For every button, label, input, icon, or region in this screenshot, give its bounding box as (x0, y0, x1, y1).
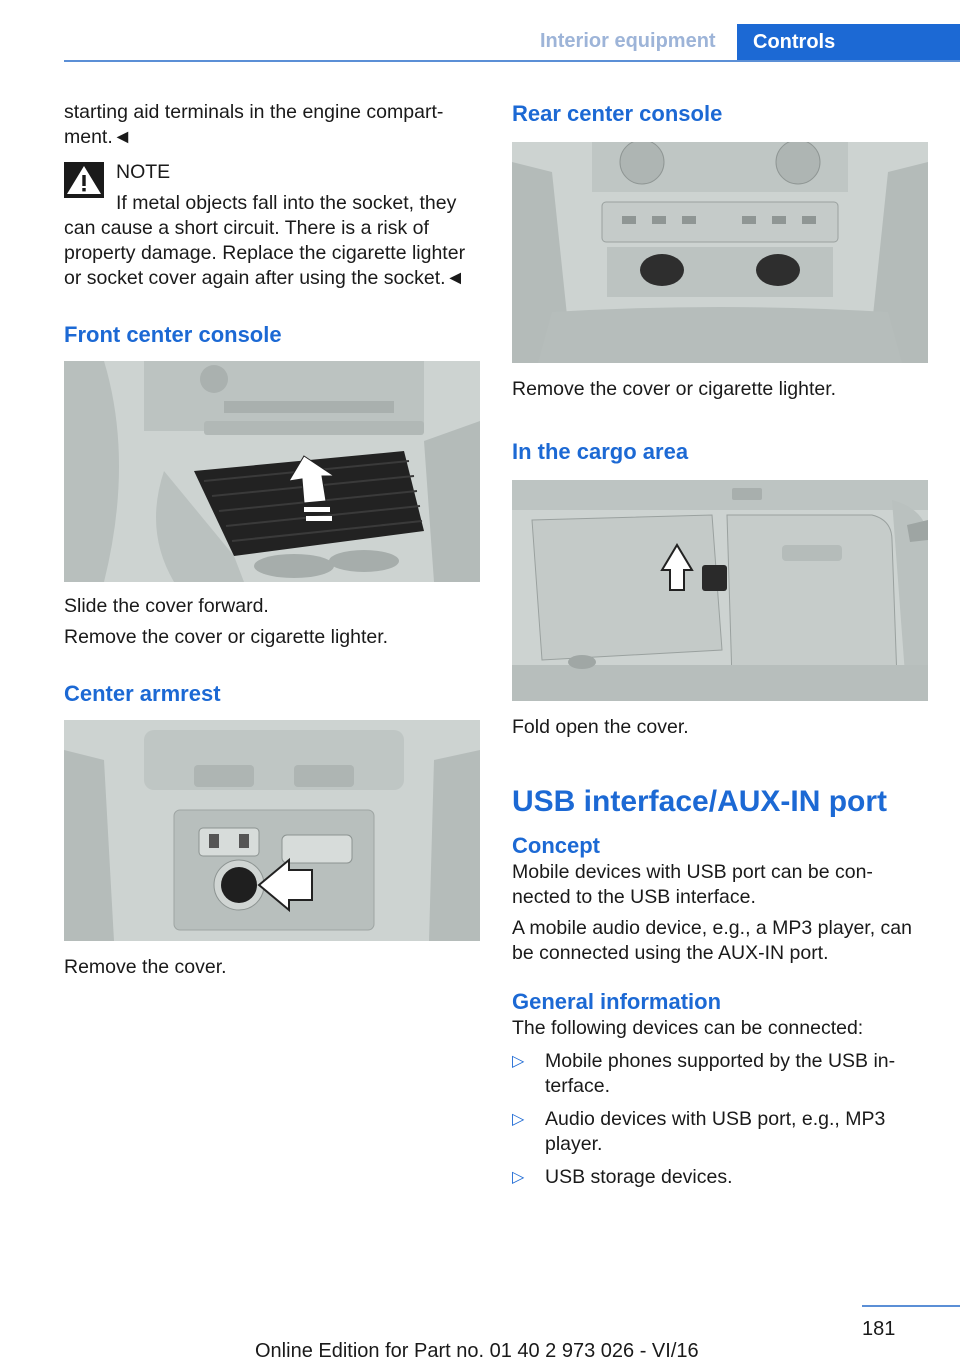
rear-console-illustration (512, 142, 928, 363)
front-console-illustration (64, 361, 480, 582)
intro-text: starting aid terminals in the engine com… (64, 101, 444, 148)
header-rule (64, 60, 960, 62)
left-column: starting aid terminals in the engine com… (64, 100, 480, 980)
page-number: 181 (862, 1318, 896, 1340)
triangle-right-icon: ▷ (512, 1169, 525, 1186)
front-step-2: Remove the cover or cigarette lighter. (64, 626, 389, 648)
armrest-heading: Center armrest (64, 681, 221, 706)
rear-console-heading: Rear center console (512, 101, 723, 126)
list-item: ▷ Audio devices with USB port, e.g., MP3… (512, 1108, 886, 1155)
concept-paragraph-2: A mobile audio device, e.g., a MP3 playe… (512, 917, 912, 964)
concept-paragraph-1: Mobile devices with USB port can be con-… (512, 861, 873, 908)
note-block: NOTE If metal objects fall into the sock… (64, 160, 480, 291)
armrest-illustration (64, 720, 480, 941)
list-item: ▷ USB storage devices. (512, 1166, 733, 1188)
header-chapter-tab: Controls (737, 24, 960, 62)
triangle-right-icon: ▷ (512, 1111, 525, 1128)
front-console-heading: Front center console (64, 322, 282, 347)
list-item: ▷ Mobile phones supported by the USB in-… (512, 1050, 896, 1097)
warning-triangle-icon (64, 162, 104, 198)
note-first-line: If metal objects fall into the socket, t… (116, 192, 457, 214)
header-section-title: Interior equipment (540, 30, 716, 52)
front-step-1: Slide the cover forward. (64, 595, 269, 617)
triangle-right-icon: ▷ (512, 1053, 525, 1070)
armrest-step: Remove the cover. (64, 956, 227, 978)
rear-step: Remove the cover or cigarette lighter. (512, 378, 837, 400)
general-info-heading: General information (512, 989, 722, 1014)
cargo-area-illustration (512, 480, 928, 701)
cargo-step: Fold open the cover. (512, 716, 689, 738)
note-text: can cause a short circuit. There is a ri… (64, 217, 466, 289)
cargo-heading: In the cargo area (512, 439, 689, 464)
footer-rule (862, 1305, 960, 1307)
edition-footer: Online Edition for Part no. 01 40 2 973 … (255, 1340, 699, 1362)
general-info-intro: The following devices can be connected: (512, 1017, 864, 1039)
device-list: ▷ Mobile phones supported by the USB in-… (512, 1049, 928, 1190)
note-title: NOTE (116, 161, 171, 183)
right-column: Rear center console Remove the cove (512, 100, 928, 1190)
concept-heading: Concept (512, 833, 600, 858)
usb-section-heading: USB interface/AUX-IN port (512, 785, 888, 818)
